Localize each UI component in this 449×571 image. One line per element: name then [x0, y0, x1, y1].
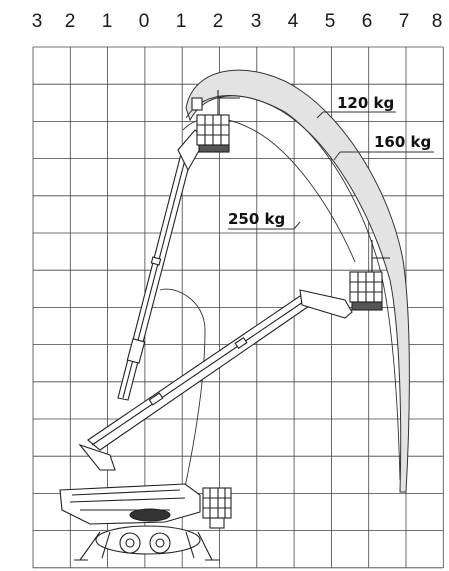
basket-high-box — [191, 97, 203, 111]
boom-low-base-link — [78, 443, 116, 471]
boom-extended-high — [117, 90, 240, 401]
envelope-line-inner — [185, 95, 401, 481]
scale-tick: 2 — [212, 11, 224, 32]
boom-extended-low — [78, 240, 390, 471]
scale-tick: 8 — [431, 11, 443, 32]
scale-tick: 4 — [287, 11, 299, 32]
reach-curve — [159, 288, 206, 493]
scale-tick: 2 — [64, 11, 76, 32]
scale-tick: 5 — [324, 11, 336, 32]
load-leaders — [228, 111, 434, 230]
track-hub-right — [155, 538, 165, 548]
basket-stowed-mount — [209, 517, 225, 529]
boom-high-cylinder — [126, 338, 146, 364]
scale-tick: 3 — [250, 11, 262, 32]
basket-low-control — [371, 240, 390, 272]
basket-stowed — [202, 487, 232, 519]
scale-tick: 0 — [138, 11, 150, 32]
horizontal-scale: 3 2 1 0 1 2 3 4 5 6 7 8 — [0, 10, 449, 34]
basket-high-floor — [198, 144, 230, 153]
track-assembly — [95, 525, 201, 555]
scale-tick: 1 — [175, 11, 187, 32]
scale-tick: 7 — [398, 11, 410, 32]
boom-low-joint — [148, 392, 164, 406]
basket-high-control — [217, 90, 240, 115]
track-hub-left — [125, 538, 135, 548]
boom-low-jib — [299, 289, 353, 319]
boom-high-joint — [150, 256, 162, 266]
turret-cap — [129, 508, 171, 522]
working-envelope-band — [185, 69, 410, 493]
boom-low-joint — [234, 336, 248, 350]
scale-tick: 1 — [101, 11, 113, 32]
load-label-250: 250 kg — [228, 210, 285, 228]
outrigger-left — [74, 531, 101, 561]
outrigger-inner — [101, 531, 195, 559]
scale-tick: 3 — [31, 11, 43, 32]
basket-stowed-rails — [203, 488, 231, 518]
scale-tick: 6 — [361, 11, 373, 32]
outrigger-right — [197, 531, 220, 561]
machine-base — [59, 483, 232, 561]
basket-low-floor — [351, 301, 383, 311]
load-label-120: 120 kg — [337, 94, 394, 112]
boom-low-centerline — [91, 299, 307, 446]
basket-low-rails — [350, 272, 382, 302]
basket-high-rails — [197, 115, 229, 145]
load-label-160: 160 kg — [374, 133, 431, 151]
